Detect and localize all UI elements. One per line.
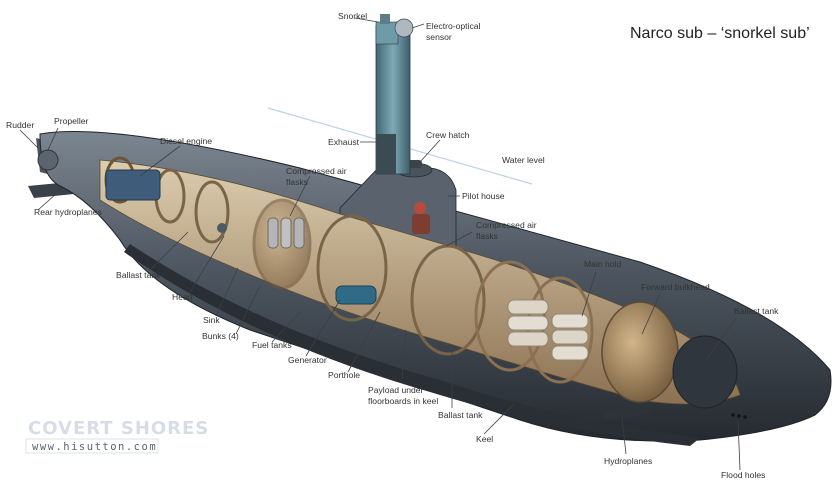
label-ballast-tank-mid: Ballast tank <box>438 410 483 420</box>
label-keel: Keel <box>476 434 493 444</box>
label-generator: Generator <box>288 355 327 365</box>
label-hydroplanes: Hydroplanes <box>604 456 652 466</box>
diesel-engine-shape <box>105 169 161 201</box>
frame-5 <box>410 244 486 356</box>
crew-figure <box>217 223 227 233</box>
label-compressed-air-flasks-top-line1: Compressed air <box>286 166 347 176</box>
flood-holes-shape <box>731 413 747 419</box>
label-rudder: Rudder <box>6 120 34 130</box>
diagram-title: Narco sub – ‘snorkel sub’ <box>630 25 810 42</box>
snorkel-head <box>375 21 399 45</box>
label-electro-optical-sensor-line1: Electro-optical <box>426 21 481 31</box>
propeller-shape <box>37 149 59 171</box>
label-ballast-tank-fwd: Ballast tank <box>734 306 779 316</box>
label-payload-line2: floorboards in keel <box>368 396 438 406</box>
label-main-hold: Main hold <box>584 259 621 269</box>
frame-2 <box>194 180 230 244</box>
label-compressed-air-flasks-right-line2: flasks <box>476 231 498 241</box>
label-compressed-air-flasks-top: Compressed air flasks <box>286 166 349 187</box>
label-pilot-house: Pilot house <box>462 191 505 201</box>
label-payload-line1: Payload under <box>368 385 424 395</box>
label-payload: Payload under floorboards in keel <box>368 385 438 406</box>
label-exhaust: Exhaust <box>328 137 360 147</box>
label-rear-hydroplanes: Rear hydroplanes <box>34 207 102 217</box>
watermark-url: www.hisutton.com <box>32 441 157 453</box>
label-porthole: Porthole <box>328 370 360 380</box>
label-compressed-air-flasks-top-line2: flasks <box>286 177 308 187</box>
label-flood-holes: Flood holes <box>721 470 765 480</box>
label-bunks: Bunks (4) <box>202 331 239 341</box>
label-fuel-tanks: Fuel tanks <box>252 340 292 350</box>
pilot-figure <box>414 202 426 214</box>
generator-shape <box>335 285 377 305</box>
label-forward-bulkhead: Forward bulkhead <box>641 282 710 292</box>
label-snorkel: Snorkel <box>338 11 367 21</box>
label-compressed-air-flasks-right-line1: Compressed air <box>476 220 537 230</box>
label-electro-optical-sensor-line2: sensor <box>426 32 452 42</box>
label-water-level: Water level <box>502 155 545 165</box>
forward-hydroplane <box>600 404 652 420</box>
watermark-brand: COVERT SHORES <box>28 418 209 439</box>
generator-bulkhead <box>316 214 388 322</box>
watermark-url-box <box>25 438 159 454</box>
label-ballast-tank-aft: Ballast tank <box>116 270 161 280</box>
label-propeller: Propeller <box>54 116 89 126</box>
electro-optical-sensor-shape <box>394 18 414 38</box>
label-diesel-engine: Diesel engine <box>160 136 212 146</box>
leader-lines <box>19 17 741 471</box>
snorkel-intake <box>380 14 390 24</box>
label-crew-hatch: Crew hatch <box>426 130 470 140</box>
forward-ballast-opening <box>672 335 738 409</box>
pilot-seat <box>412 214 430 234</box>
payload-bales <box>507 299 589 361</box>
exhaust-pipe <box>376 134 396 174</box>
forward-bulkhead-shape <box>601 301 679 403</box>
label-compressed-air-flasks-right: Compressed air flasks <box>476 220 539 241</box>
label-sink: Sink <box>203 315 220 325</box>
label-head: Head <box>172 292 193 302</box>
label-electro-optical-sensor: Electro-optical sensor <box>426 21 483 42</box>
air-flask-cluster-aft <box>267 217 305 249</box>
